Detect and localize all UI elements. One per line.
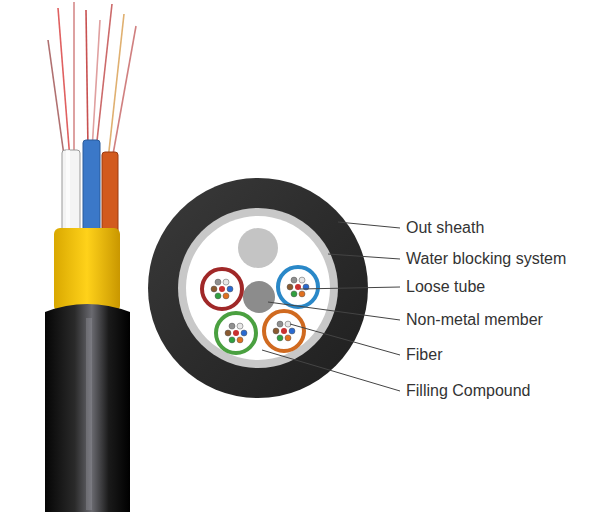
part-label: Fiber	[406, 345, 442, 364]
tube-white	[62, 150, 80, 240]
leader-lines	[262, 222, 400, 391]
outer-jacket	[45, 304, 130, 512]
part-label: Non-metal member	[406, 310, 543, 329]
part-label: Filling Compound	[406, 381, 531, 400]
part-label: Water blocking system	[406, 249, 566, 268]
part-label: Loose tube	[406, 277, 485, 296]
part-label: Out sheath	[406, 218, 484, 237]
yarn-layer	[54, 228, 120, 312]
tube-blue	[83, 140, 100, 240]
tube-orange	[102, 152, 118, 240]
